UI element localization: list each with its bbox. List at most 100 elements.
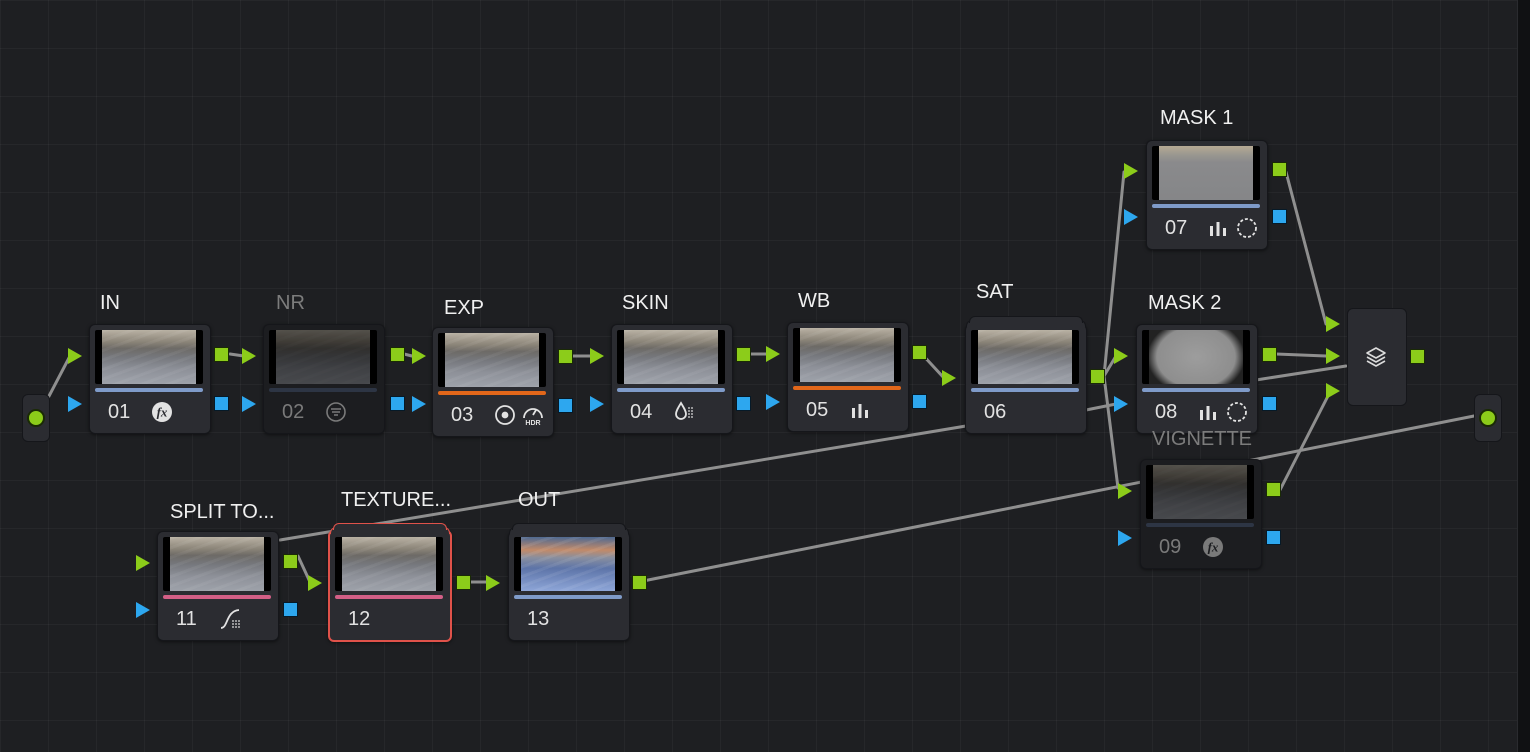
- node-08-alpha-output[interactable]: [1262, 396, 1277, 411]
- node-06[interactable]: 06: [965, 316, 1087, 434]
- node-02-number: 02: [282, 401, 305, 423]
- node-02-rgb-output[interactable]: [390, 347, 405, 362]
- node-07-alpha-output[interactable]: [1272, 209, 1287, 224]
- node-08-number: 08: [1155, 401, 1178, 423]
- bars-icon: [1210, 222, 1226, 236]
- node-09-alpha-output[interactable]: [1266, 530, 1281, 545]
- wire-06-07: [1102, 170, 1126, 378]
- source-input[interactable]: [22, 394, 50, 442]
- node-05[interactable]: 05: [787, 322, 909, 432]
- wire-07-mixer: [1284, 170, 1328, 326]
- node-03-status-bar: [438, 391, 546, 395]
- node-05-alpha-output[interactable]: [912, 394, 927, 409]
- mixer-input-2[interactable]: [1326, 348, 1340, 364]
- node-03-alpha-output[interactable]: [558, 398, 573, 413]
- node-02-alpha-input[interactable]: [242, 396, 256, 412]
- wire-13-output: [636, 414, 1476, 584]
- wire-06-09: [1102, 374, 1120, 490]
- node-13-rgb-input[interactable]: [486, 575, 500, 591]
- node-08-rgb-input[interactable]: [1114, 348, 1128, 364]
- node-13-label: OUT: [518, 489, 561, 511]
- node-04[interactable]: 04: [611, 324, 733, 434]
- node-01-number: 01: [108, 401, 131, 423]
- node-12-thumbnail: [335, 537, 443, 591]
- node-05-thumbnail: [793, 328, 901, 382]
- node-01-alpha-input[interactable]: [68, 396, 82, 412]
- node-02-rgb-input[interactable]: [242, 348, 256, 364]
- node-07[interactable]: 07: [1146, 140, 1268, 250]
- node-01-alpha-output[interactable]: [214, 396, 229, 411]
- source-rgb-dot[interactable]: [27, 409, 45, 427]
- node-04-alpha-output[interactable]: [736, 396, 751, 411]
- node-04-rgb-input[interactable]: [590, 348, 604, 364]
- node-08-label: MASK 2: [1148, 292, 1222, 314]
- layers-icon: [1366, 347, 1386, 367]
- output-terminal[interactable]: [1474, 394, 1502, 442]
- node-11-alpha-input[interactable]: [136, 602, 150, 618]
- node-05-rgb-output[interactable]: [912, 345, 927, 360]
- node-07-rgb-input[interactable]: [1124, 163, 1138, 179]
- mixer-output[interactable]: [1410, 349, 1425, 364]
- node-11-thumbnail: [163, 537, 271, 591]
- node-08-rgb-output[interactable]: [1262, 347, 1277, 362]
- node-03-rgb-output[interactable]: [558, 349, 573, 364]
- node-06-rgb-input[interactable]: [942, 370, 956, 386]
- node-03-alpha-input[interactable]: [412, 396, 426, 412]
- node-11[interactable]: 11: [157, 531, 279, 641]
- node-12[interactable]: 12: [328, 523, 452, 642]
- node-02-alpha-output[interactable]: [390, 396, 405, 411]
- node-08[interactable]: 08: [1136, 324, 1258, 434]
- node-04-number: 04: [630, 401, 653, 423]
- node-03-label: EXP: [444, 297, 485, 319]
- node-13-rgb-output[interactable]: [632, 575, 647, 590]
- output-rgb-dot[interactable]: [1479, 409, 1497, 427]
- node-13[interactable]: 13: [508, 523, 630, 641]
- node-06-status-bar: [971, 388, 1079, 392]
- node-09-thumbnail: [1146, 465, 1254, 519]
- node-02-thumbnail: [269, 330, 377, 384]
- node-04-alpha-input[interactable]: [590, 396, 604, 412]
- node-06-label: SAT: [976, 281, 1014, 303]
- node-01-rgb-input[interactable]: [68, 348, 82, 364]
- node-02-label: NR: [276, 292, 305, 314]
- node-03-rgb-input[interactable]: [412, 348, 426, 364]
- node-07-thumbnail: [1152, 146, 1260, 200]
- node-02-status-bar: [269, 388, 377, 392]
- node-08-alpha-input[interactable]: [1114, 396, 1128, 412]
- node-09[interactable]: 09 fx: [1140, 459, 1262, 569]
- mixer-input-3[interactable]: [1326, 383, 1340, 399]
- node-13-status-bar: [514, 595, 622, 599]
- node-07-alpha-input[interactable]: [1124, 209, 1138, 225]
- node-04-rgb-output[interactable]: [736, 347, 751, 362]
- mixer-input-1[interactable]: [1326, 316, 1340, 332]
- node-08-thumbnail: [1142, 330, 1250, 384]
- layer-mixer-node[interactable]: [1347, 308, 1407, 406]
- node-03-thumbnail: [438, 333, 546, 387]
- node-07-rgb-output[interactable]: [1272, 162, 1287, 177]
- node-09-rgb-output[interactable]: [1266, 482, 1281, 497]
- node-01-rgb-output[interactable]: [214, 347, 229, 362]
- node-11-label: SPLIT TO...: [170, 501, 275, 523]
- node-12-rgb-input[interactable]: [308, 575, 322, 591]
- node-11-rgb-output[interactable]: [283, 554, 298, 569]
- node-01[interactable]: 01 fx: [89, 324, 211, 434]
- node-06-rgb-output[interactable]: [1090, 369, 1105, 384]
- node-12-label: TEXTURE...: [341, 489, 452, 511]
- node-11-status-bar: [163, 595, 271, 599]
- node-05-label: WB: [798, 290, 831, 312]
- node-03[interactable]: 03 HDR: [432, 327, 554, 437]
- node-09-alpha-input[interactable]: [1118, 530, 1132, 546]
- wire-09-mixer: [1278, 390, 1332, 492]
- node-11-alpha-output[interactable]: [283, 602, 298, 617]
- node-11-rgb-input[interactable]: [136, 555, 150, 571]
- window-mask-icon: [1227, 402, 1247, 422]
- node-07-number: 07: [1165, 217, 1188, 239]
- svg-text:fx: fx: [157, 405, 168, 420]
- node-05-alpha-input[interactable]: [766, 394, 780, 410]
- node-09-rgb-input[interactable]: [1118, 483, 1132, 499]
- node-12-rgb-output[interactable]: [456, 575, 471, 590]
- node-05-rgb-input[interactable]: [766, 346, 780, 362]
- fx-icon: fx: [1203, 537, 1223, 557]
- node-05-status-bar: [793, 386, 901, 390]
- node-02[interactable]: 02: [263, 324, 385, 434]
